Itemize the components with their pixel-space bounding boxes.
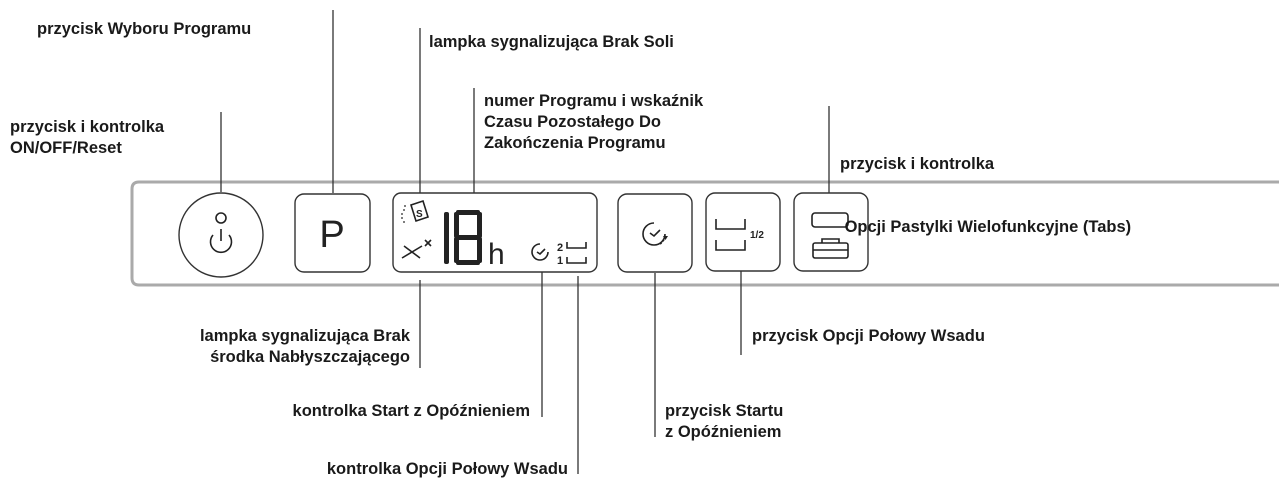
svg-text:S: S xyxy=(416,209,423,220)
display-digits: h xyxy=(444,210,505,271)
label-program-number: numer Programu i wskaźnik Czasu Pozostał… xyxy=(484,92,704,152)
half-load-fraction: 1/2 xyxy=(750,230,764,241)
display-indicator-1: 1 xyxy=(557,255,563,267)
rinse-aid-icon xyxy=(401,239,432,259)
label-tabs: przycisk i kontrolka Opcji Pastylki Wiel… xyxy=(840,155,1132,236)
label-half-load-light: kontrolka Opcji Połowy Wsadu xyxy=(326,460,568,478)
program-display: S h 2 1 xyxy=(392,192,598,273)
power-icon xyxy=(209,212,233,254)
label-half-load-button: przycisk Opcji Połowy Wsadu xyxy=(752,327,985,345)
label-no-rinse-aid: lampka sygnalizująca Brak środka Nabłysz… xyxy=(199,327,410,366)
on-off-button[interactable] xyxy=(178,192,264,278)
tabs-button[interactable] xyxy=(793,192,869,272)
salt-icon: S xyxy=(401,199,429,223)
label-program-select: przycisk Wyboru Programu xyxy=(37,20,252,38)
delay-start-button[interactable] xyxy=(617,193,693,273)
tabs-indicator-light xyxy=(811,212,849,228)
leader-lines xyxy=(220,10,830,474)
display-unit: h xyxy=(488,238,505,271)
display-indicator-2: 2 xyxy=(557,242,563,254)
program-button[interactable]: P xyxy=(294,193,371,273)
tablet-icon xyxy=(812,238,849,259)
clock-delay-icon xyxy=(642,222,668,246)
half-load-button[interactable]: 1/2 xyxy=(705,192,781,272)
clock-delay-icon xyxy=(531,243,549,261)
program-button-label: P xyxy=(319,214,344,256)
label-no-salt: lampka sygnalizująca Brak Soli xyxy=(429,33,674,51)
half-load-icon xyxy=(566,242,587,264)
label-on-off: przycisk i kontrolka ON/OFF/Reset xyxy=(10,118,165,157)
label-delay-light: kontrolka Start z Opóźnieniem xyxy=(292,402,530,420)
label-delay-button: przycisk Startu z Opóźnieniem xyxy=(665,402,784,441)
half-load-icon xyxy=(715,219,746,251)
